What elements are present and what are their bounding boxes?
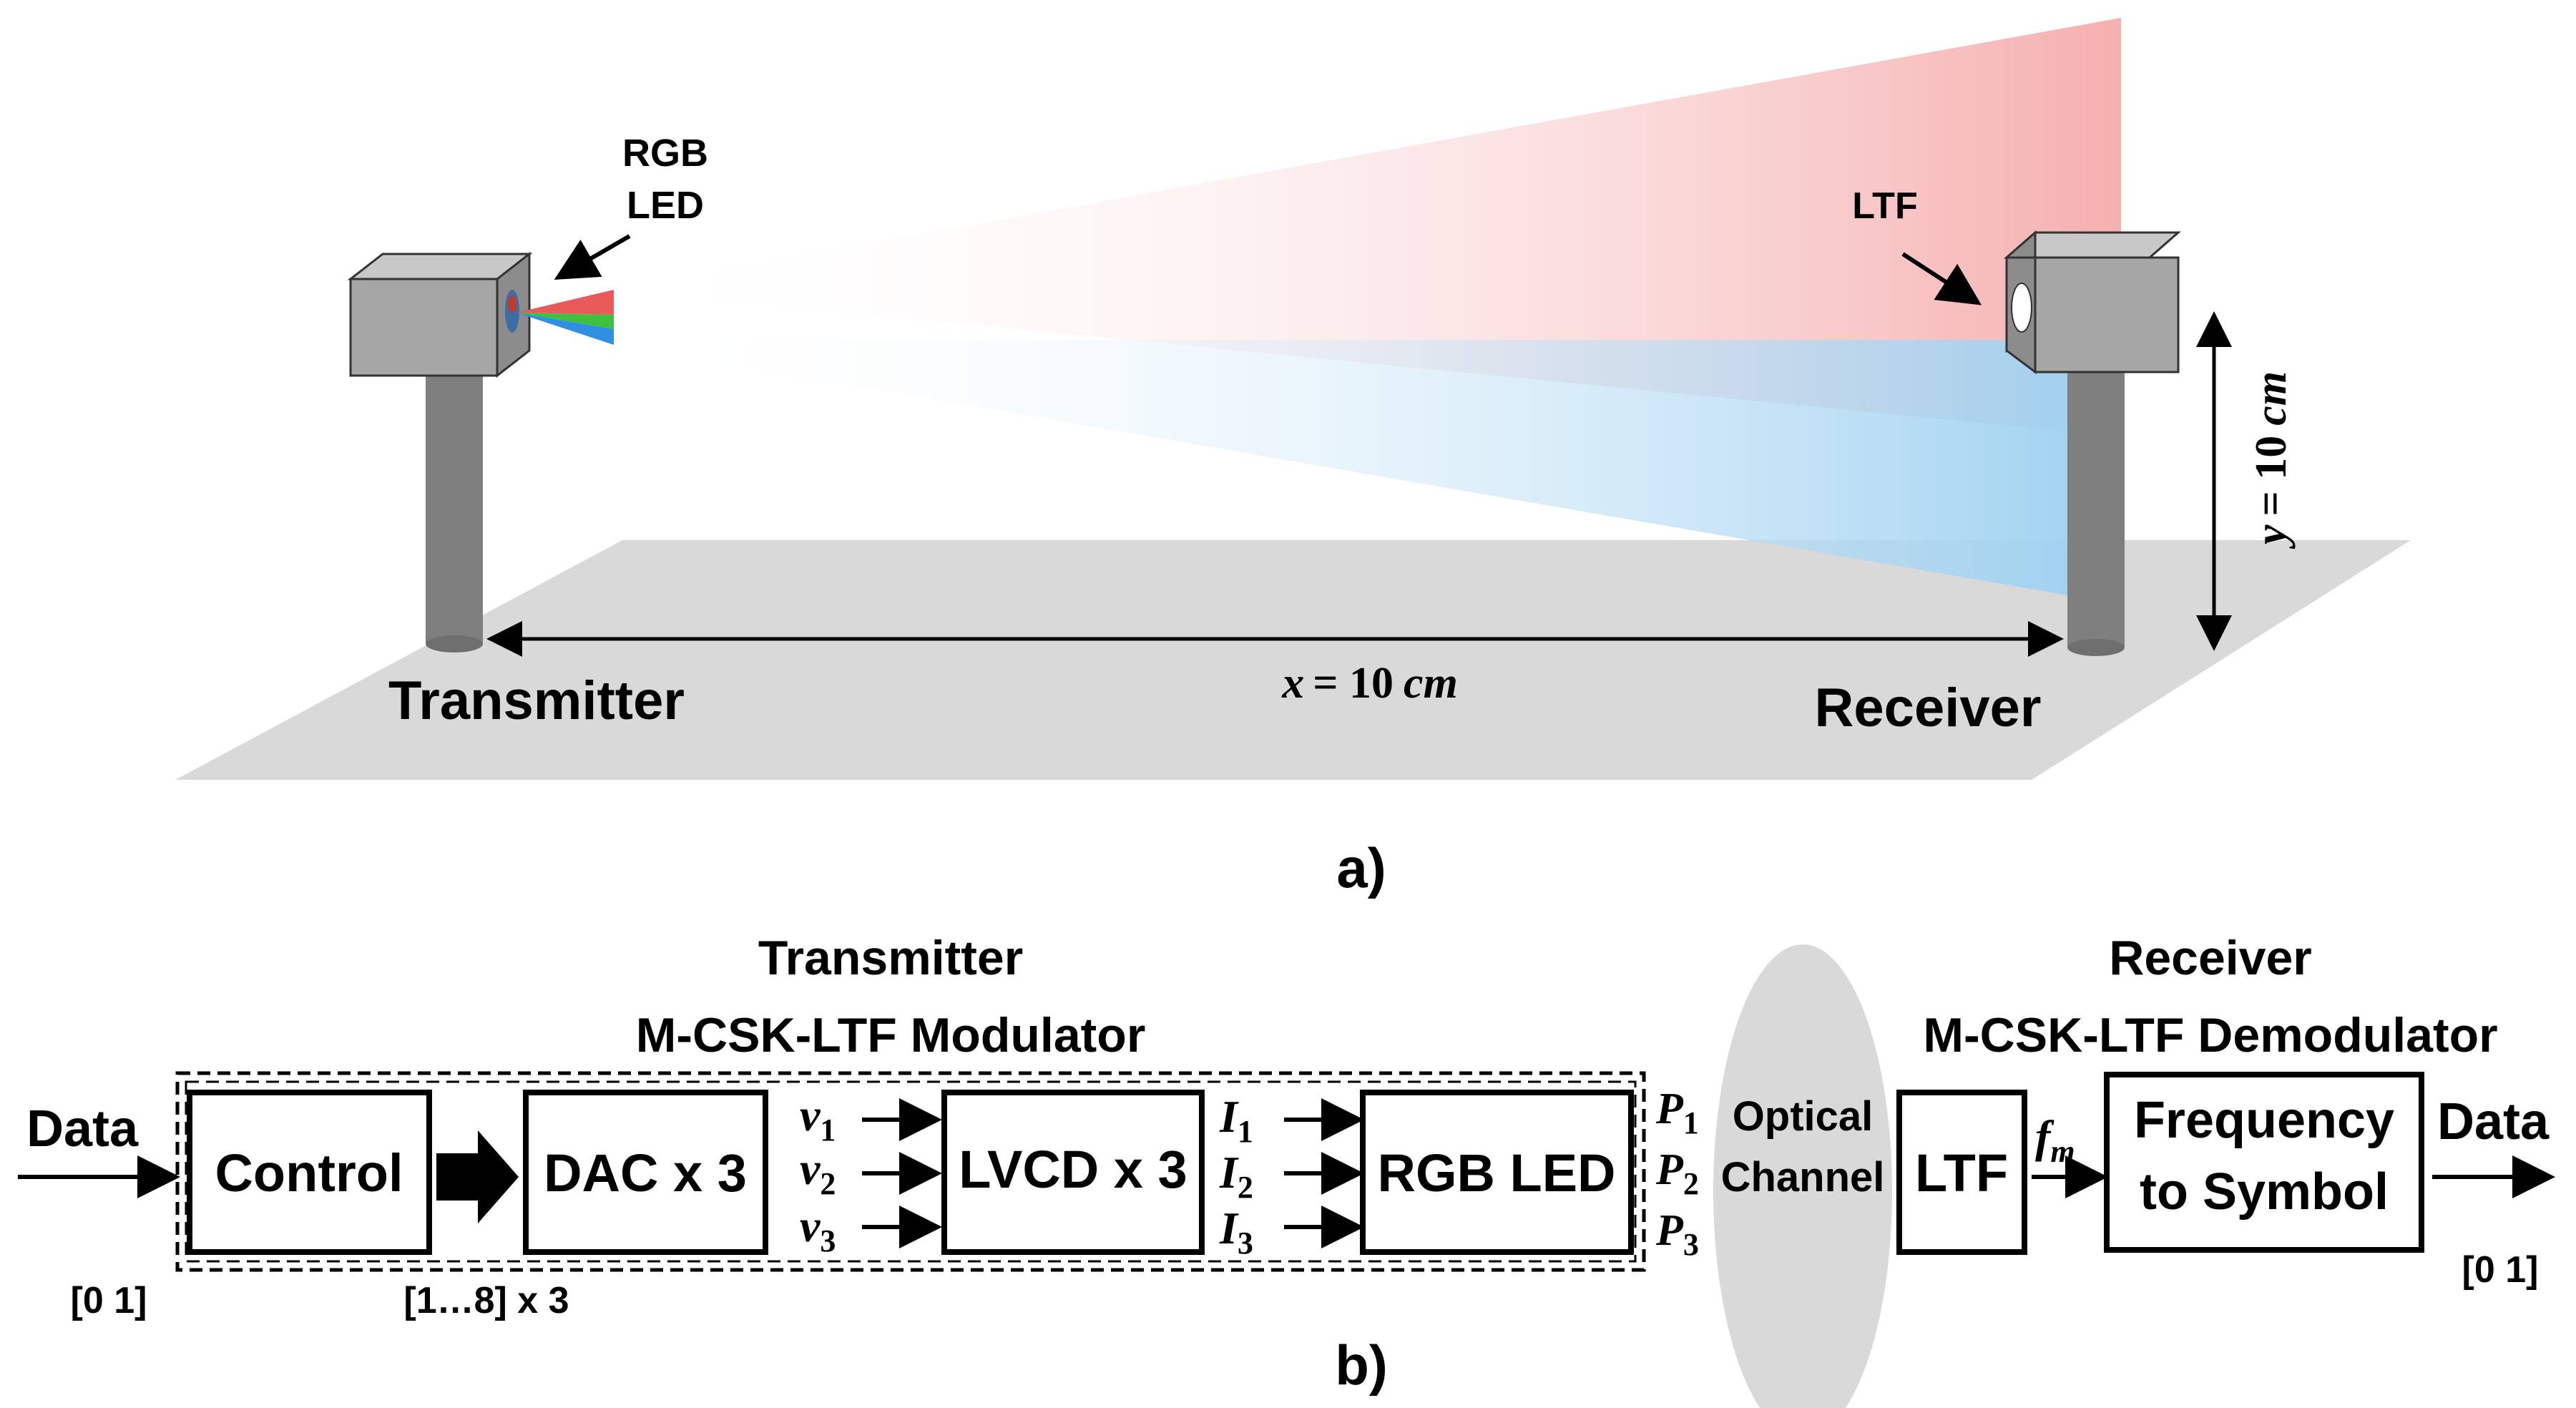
i-signals: I1 I2 I3 [1219, 1091, 1364, 1261]
data-in-label: Data [26, 1100, 139, 1158]
fm-label: fm [2035, 1111, 2075, 1169]
light-beam [612, 18, 2121, 605]
i1-label: I1 [1219, 1091, 1253, 1149]
ltf-block-label: LTF [1915, 1143, 2008, 1203]
freq-to-symbol-block [2104, 1072, 2424, 1253]
p3-label: P3 [1655, 1206, 1699, 1262]
control-label: Control [215, 1143, 403, 1203]
transmitter-pole [426, 372, 483, 652]
lvcd-label: LVCD x 3 [959, 1140, 1187, 1199]
receiver-housing [2004, 230, 2181, 374]
transmitter-label-a: Transmitter [388, 670, 685, 731]
control-out-range: [1…8] x 3 [403, 1280, 569, 1321]
rx-title-line1: Receiver [2109, 931, 2312, 985]
v-signals: v1 v2 v3 [800, 1090, 942, 1258]
tx-title-line2: M-CSK-LTF Modulator [636, 1008, 1146, 1062]
rgb-led-block [1360, 1090, 1634, 1255]
receiver-label-a: Receiver [1815, 678, 2042, 738]
i2-label: I2 [1219, 1147, 1253, 1205]
v2-label: v2 [800, 1143, 836, 1201]
caption-b: b) [1335, 1334, 1388, 1397]
p1-label: P1 [1655, 1085, 1699, 1140]
ltf-block [1896, 1090, 2027, 1255]
rgb-led-pointer-arrow [554, 234, 631, 280]
rx-title-line2: M-CSK-LTF Demodulator [1923, 1008, 2497, 1062]
transmitter-housing [347, 251, 533, 378]
rgb-led-label-line1: RGB [622, 132, 708, 175]
data-out-range: [0 1] [2462, 1249, 2539, 1291]
v3-label: v3 [800, 1201, 836, 1258]
control-block [187, 1090, 432, 1255]
tx-title-line1: Transmitter [758, 931, 1023, 985]
ltf-pointer-arrow [1901, 252, 1982, 305]
i3-label: I3 [1219, 1203, 1253, 1261]
data-out-label: Data [2437, 1093, 2550, 1150]
p2-label: P2 [1655, 1145, 1699, 1201]
y-dimension-label: y= 10cm [2247, 371, 2296, 549]
optical-channel-line1: Optical [1733, 1093, 1874, 1140]
optical-channel-line2: Channel [1721, 1154, 1885, 1201]
dac-block [523, 1090, 768, 1255]
lvcd-block [941, 1090, 1205, 1255]
ltf-sensor-icon [2011, 283, 2032, 333]
p-signals: P1 P2 P3 [1655, 1085, 1699, 1262]
dac-label: DAC x 3 [544, 1143, 747, 1203]
control-to-dac-arrow [436, 1130, 519, 1223]
optical-channel [1713, 944, 1892, 1408]
freq-to-symbol-line2: to Symbol [2140, 1163, 2389, 1221]
v1-label: v1 [800, 1090, 836, 1148]
receiver-pole [2067, 372, 2125, 656]
floor-plane [175, 540, 2411, 780]
freq-to-symbol-line1: Frequency [2134, 1092, 2394, 1149]
rgb-rays [516, 290, 614, 345]
block-diagram: Transmitter M-CSK-LTF Modulator Receiver… [18, 931, 2555, 1408]
rgb-led-label-line2: LED [627, 184, 704, 227]
caption-a: a) [1336, 836, 1386, 899]
ltf-label: LTF [1852, 185, 1917, 227]
rgb-led-block-label: RGB LED [1378, 1143, 1616, 1203]
data-in-range: [0 1] [71, 1280, 147, 1321]
